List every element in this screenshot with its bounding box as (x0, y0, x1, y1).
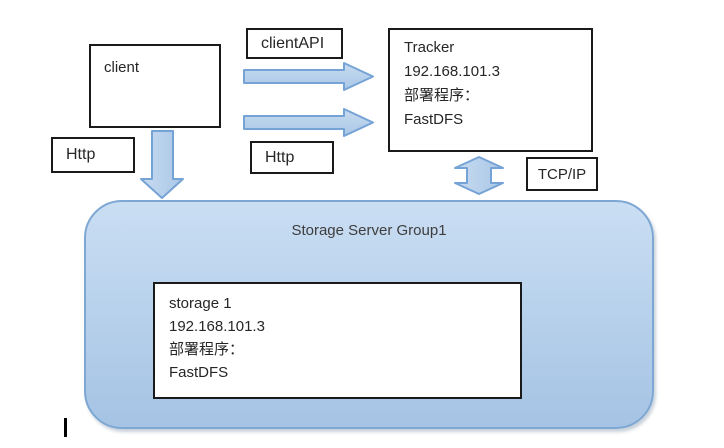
storage-ip: 192.168.101.3 (169, 318, 265, 335)
tracker-box: Tracker 192.168.101.3 部署程序： FastDFS (388, 28, 593, 152)
storage-deploy-label: 部署程序： (169, 341, 245, 358)
client-label: client (104, 59, 140, 76)
arrow-updown-tcpip-icon (454, 156, 504, 195)
storage-group-title: Storage Server Group1 (291, 222, 447, 239)
http-right-label-box: Http (250, 141, 334, 174)
arrow-right-clientapi-icon (243, 62, 374, 91)
tcpip-label: TCP/IP (537, 165, 587, 183)
storage1-box: storage 1 192.168.101.3 部署程序： FastDFS (153, 282, 522, 399)
client-box: client (89, 44, 221, 128)
arrow-down-http-icon (140, 130, 184, 199)
storage-software: FastDFS (169, 364, 229, 381)
clientapi-label: clientAPI (261, 34, 325, 52)
http-right-label: Http (265, 148, 295, 166)
arrow-right-http-icon (243, 108, 374, 137)
tracker-deploy-label: 部署程序： (404, 87, 480, 104)
storage-name: storage 1 (169, 295, 232, 312)
http-left-label-box: Http (51, 137, 135, 173)
tracker-ip: 192.168.101.3 (404, 63, 500, 80)
tcpip-label-box: TCP/IP (526, 157, 598, 191)
text-cursor (64, 418, 67, 437)
http-left-label: Http (66, 146, 96, 163)
clientapi-label-box: clientAPI (246, 28, 343, 59)
tracker-name: Tracker (404, 39, 455, 56)
tracker-software: FastDFS (404, 111, 464, 128)
